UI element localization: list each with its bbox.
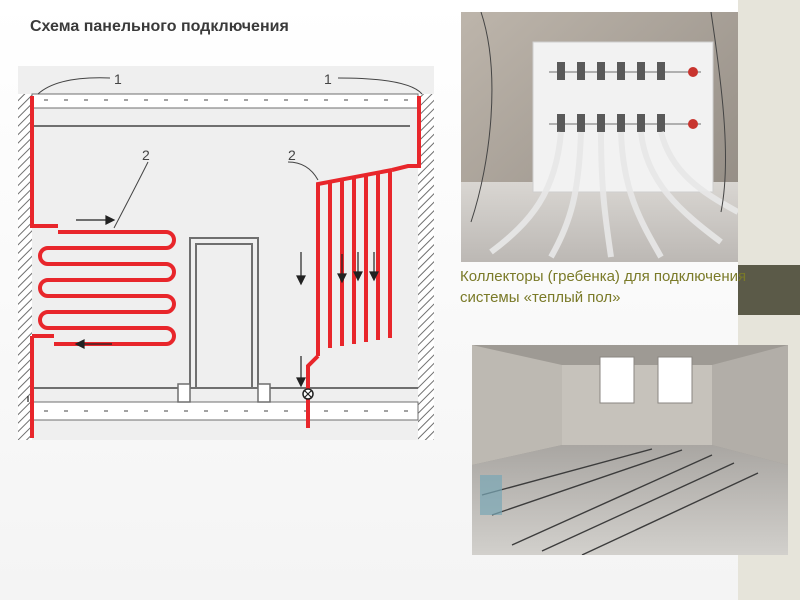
right-wall bbox=[418, 94, 434, 440]
callout-riser-left: 1 bbox=[114, 71, 122, 87]
diagram-background bbox=[18, 66, 434, 440]
flow-arrows bbox=[27, 215, 379, 402]
valve-cross-2 bbox=[303, 389, 313, 399]
left-wall bbox=[18, 94, 32, 440]
pipe-riser-right bbox=[391, 96, 421, 172]
door-frame bbox=[189, 237, 259, 389]
manifold-caption: Коллекторы (гребенка) для подключения си… bbox=[460, 268, 747, 306]
door-base-left bbox=[177, 383, 191, 403]
callout-panel-left: 2 bbox=[142, 147, 150, 163]
side-stripe-accent bbox=[738, 265, 800, 315]
underfloor-heating-photo bbox=[472, 345, 788, 555]
callout-panel-right: 2 bbox=[288, 147, 296, 163]
callout-leaders bbox=[37, 77, 423, 229]
panel-connection-diagram: 1 1 2 2 bbox=[18, 66, 434, 440]
slide-title: Схема панельного подключения bbox=[30, 18, 289, 35]
ceiling-slab bbox=[31, 93, 419, 109]
callout-riser-right: 1 bbox=[324, 71, 332, 87]
pipe-riser-left bbox=[30, 96, 58, 438]
decorative-side-stripe bbox=[738, 0, 800, 600]
pipe-panel-left bbox=[38, 230, 176, 346]
manifold-photo bbox=[461, 12, 738, 262]
pipe-panel-right bbox=[306, 168, 393, 428]
door-base-right bbox=[257, 383, 271, 403]
